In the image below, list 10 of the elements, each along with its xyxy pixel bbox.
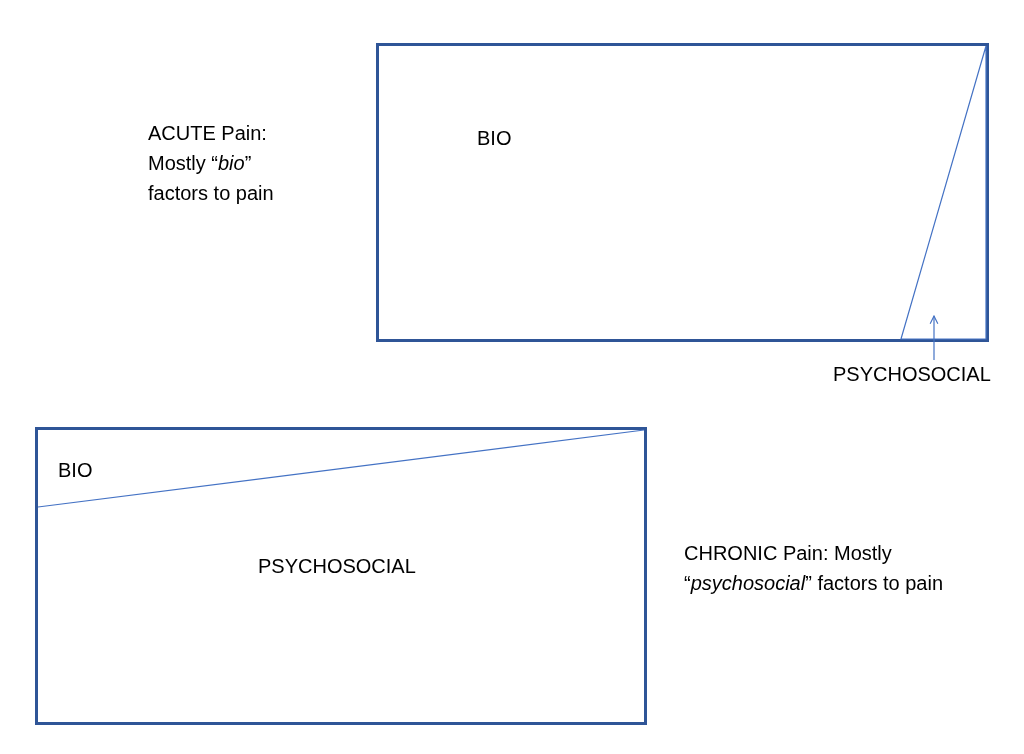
- psychosocial-box: [35, 427, 647, 725]
- bio-box: [376, 43, 989, 342]
- triangle-region: [901, 46, 986, 339]
- region-label: BIO: [477, 126, 512, 150]
- section-heading: ACUTE Pain: Mostly “bio” factors to pain: [148, 121, 275, 206]
- region-label: BIO: [58, 458, 93, 482]
- arrow: [929, 315, 939, 361]
- section-heading: CHRONIC Pain: Mostly “psychosocial” factors to pain: [684, 541, 945, 596]
- region-label: PSYCHOSOCIAL: [258, 554, 416, 578]
- region-label: PSYCHOSOCIAL: [833, 362, 991, 386]
